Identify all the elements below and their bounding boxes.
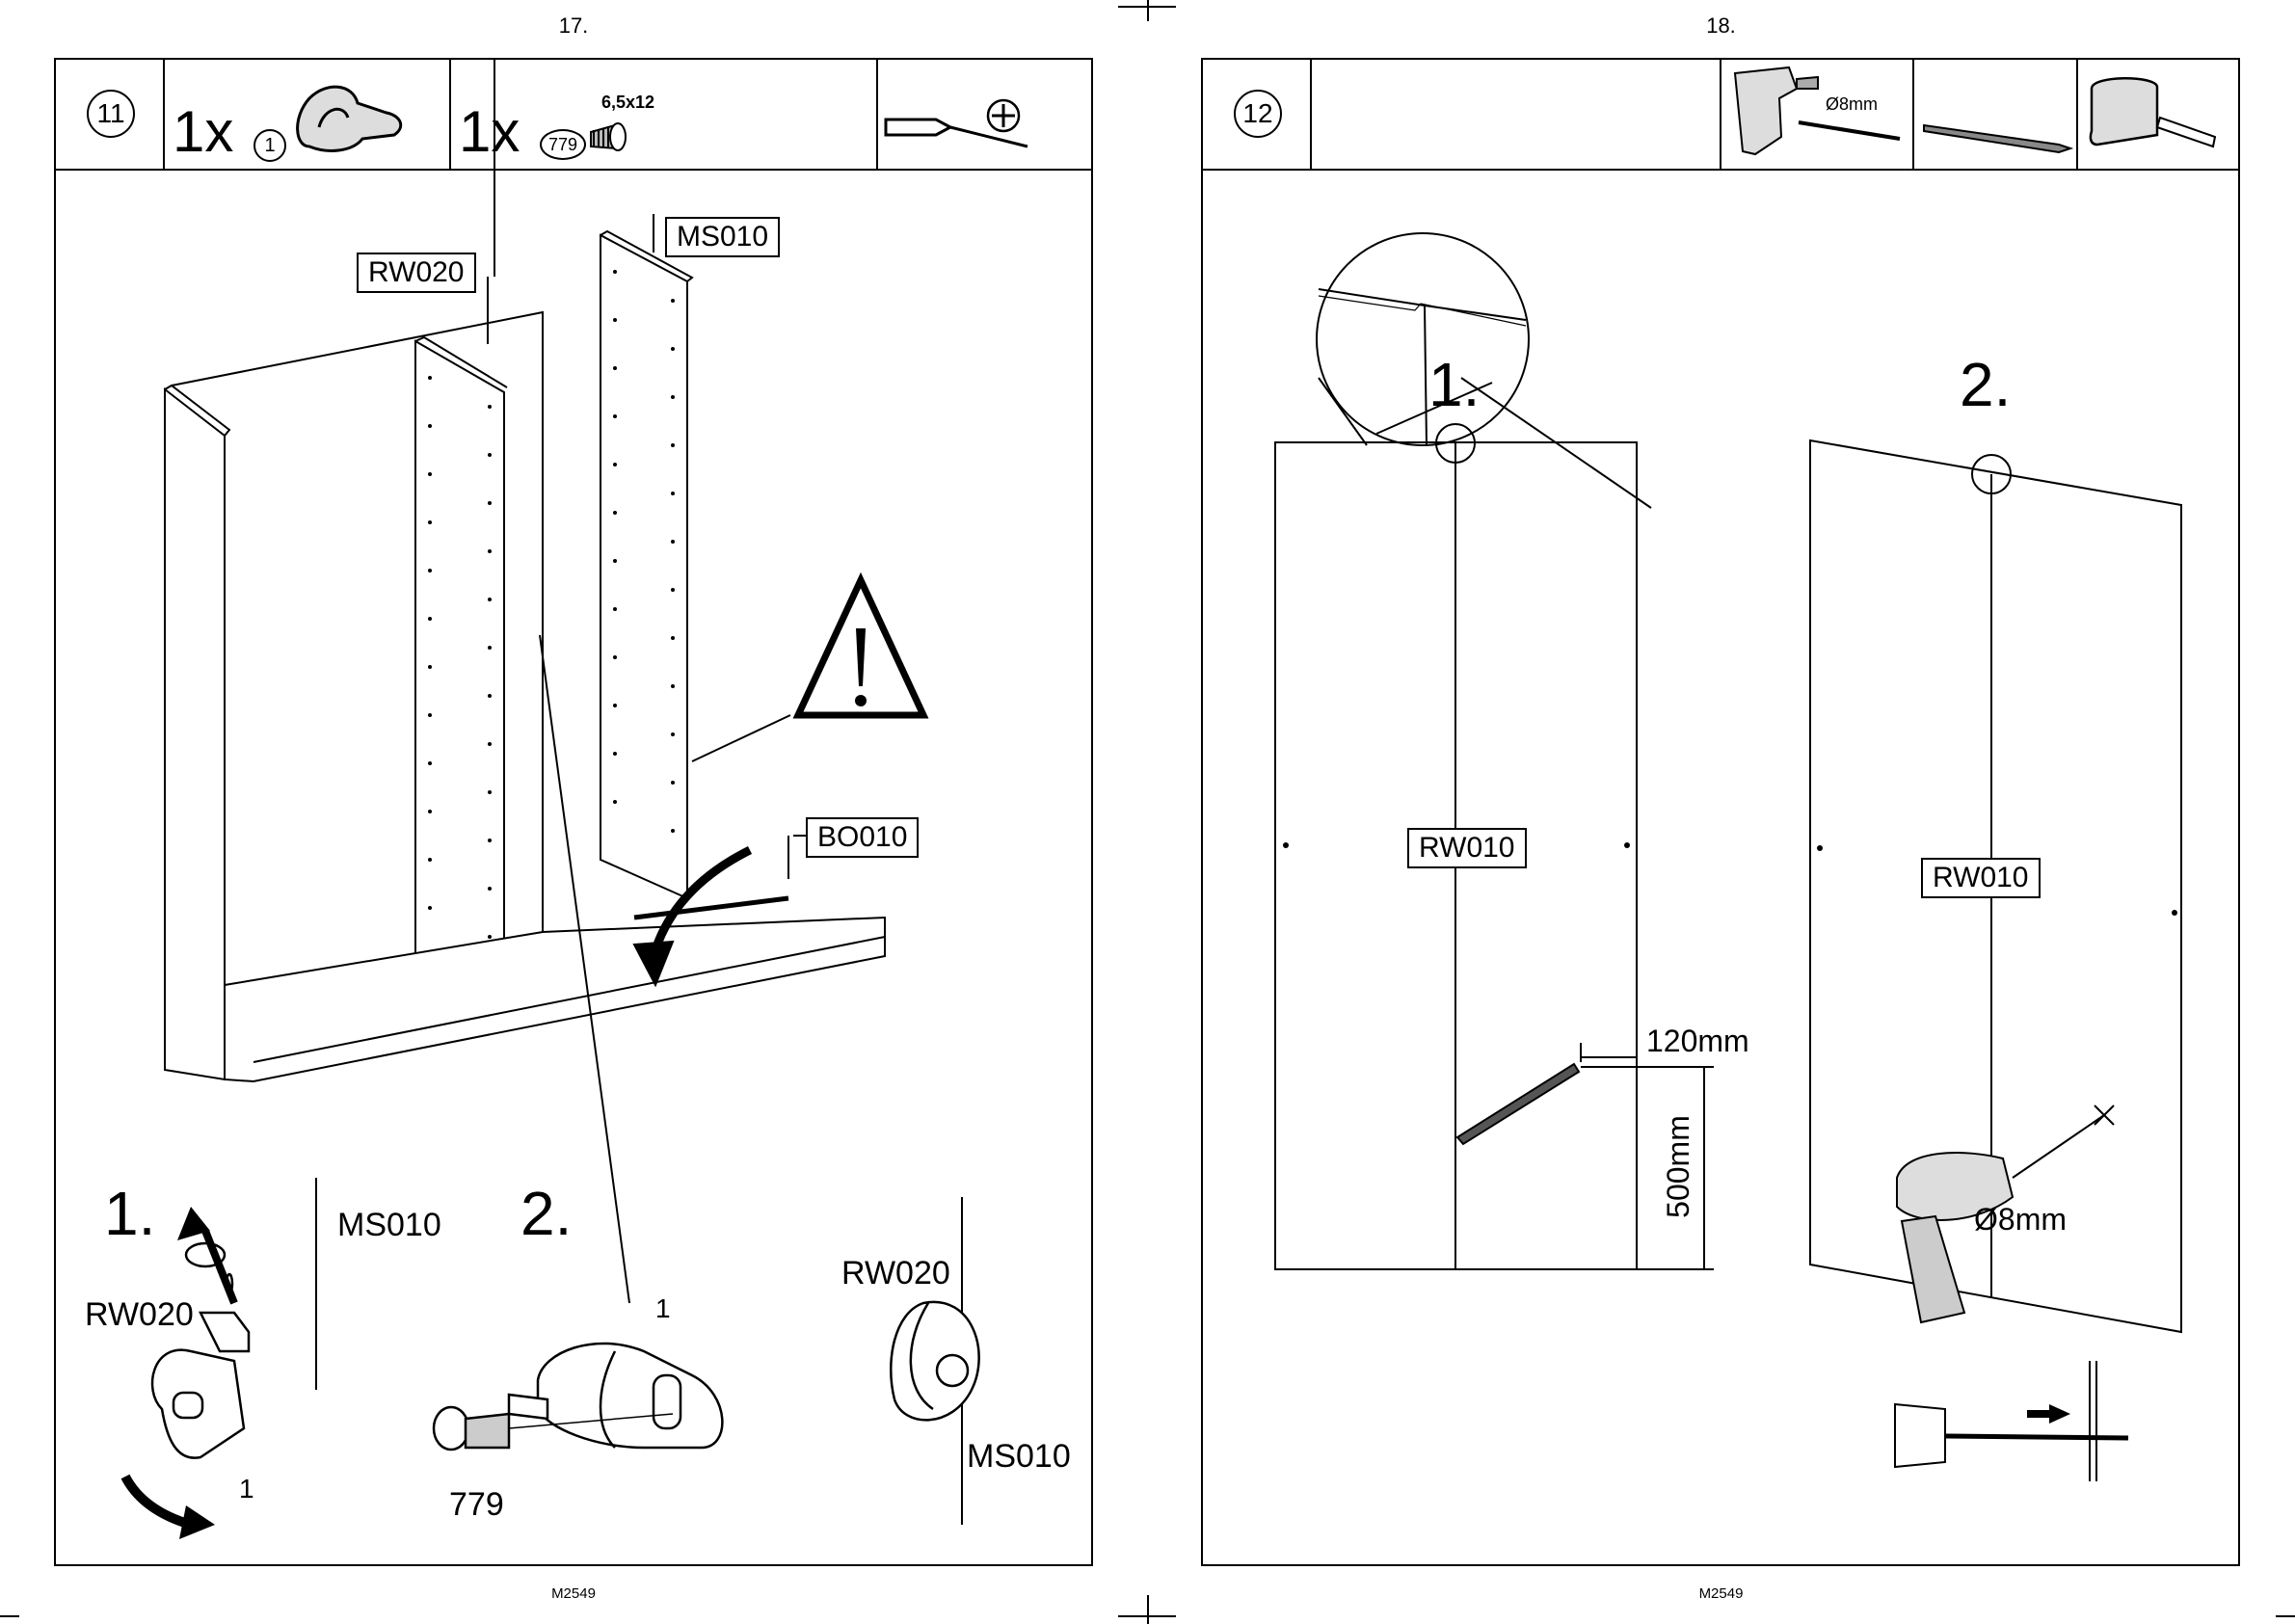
marker-2: 2. xyxy=(1960,349,2011,420)
panel-label-rw010-left: RW010 xyxy=(1407,828,1527,868)
label-ms010: MS010 xyxy=(337,1207,441,1244)
substep-1: 1. xyxy=(104,1178,155,1249)
drilling-diagram xyxy=(1203,60,2242,1568)
panel-label-ms010: MS010 xyxy=(665,217,780,257)
instruction-page-17: 17. 11 1x 1 1x 779 6,5x12 xyxy=(0,0,1147,1624)
label-rw020-final: RW020 xyxy=(841,1255,950,1292)
instruction-page-18: 18. 12 Ø8mm xyxy=(1147,0,2295,1624)
label-part-779: 779 xyxy=(449,1486,504,1524)
document-ref: M2549 xyxy=(0,1585,1147,1602)
substep-2: 2. xyxy=(520,1178,572,1249)
dimension-120mm: 120mm xyxy=(1646,1024,1749,1059)
page-number: 18. xyxy=(1147,13,2295,39)
panel-label-bo010: BO010 xyxy=(806,817,919,858)
page-number: 17. xyxy=(0,13,1147,39)
warning-icon xyxy=(798,580,923,715)
panel-label-rw020: RW020 xyxy=(357,253,476,293)
drill-size-label: Ø8mm xyxy=(1974,1202,2067,1238)
marker-1: 1. xyxy=(1428,349,1480,420)
document-ref: M2549 xyxy=(1147,1585,2295,1602)
panel-label-rw010-right: RW010 xyxy=(1921,858,2041,898)
step-frame: 12 Ø8mm xyxy=(1201,58,2240,1566)
label-ms010-final: MS010 xyxy=(967,1438,1071,1476)
step-frame: 11 1x 1 1x 779 6,5x12 xyxy=(54,58,1093,1566)
dimension-500mm: 500mm xyxy=(1661,1115,1696,1218)
label-part-1: 1 xyxy=(239,1474,254,1504)
label-rw020: RW020 xyxy=(85,1296,194,1334)
assembly-diagram xyxy=(56,60,1095,1568)
label-part-1: 1 xyxy=(655,1293,671,1324)
